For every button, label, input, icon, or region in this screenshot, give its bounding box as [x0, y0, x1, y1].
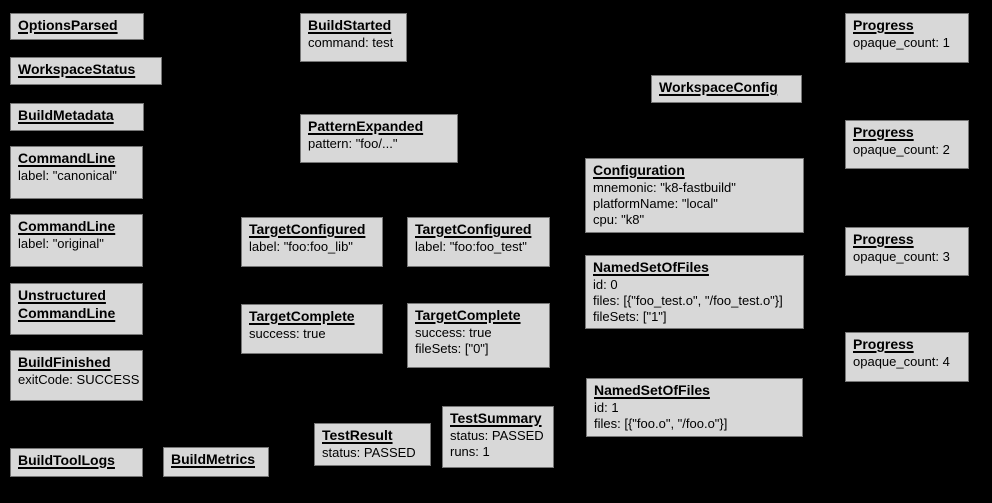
node-title: TargetConfigured	[249, 221, 366, 237]
node-target-configured-foo-test: TargetConfigured label: "foo:foo_test"	[407, 217, 550, 267]
node-field: label: "foo:foo_test"	[415, 239, 527, 254]
node-title: TestResult	[322, 427, 393, 443]
node-field: platformName: "local"	[593, 195, 718, 211]
node-title: TargetComplete	[415, 307, 521, 323]
node-options-parsed: OptionsParsed	[10, 13, 144, 40]
node-field: runs: 1	[450, 443, 490, 459]
node-field: status: PASSED	[322, 445, 416, 460]
node-target-complete-foo-test: TargetComplete success: true fileSets: […	[407, 303, 550, 368]
node-progress-3: Progress opaque_count: 3	[845, 227, 969, 276]
node-field: opaque_count: 2	[853, 142, 950, 157]
node-progress-1: Progress opaque_count: 1	[845, 13, 969, 63]
node-field: cpu: "k8"	[593, 211, 645, 227]
node-field: fileSets: ["0"]	[415, 340, 489, 356]
node-progress-4: Progress opaque_count: 4	[845, 332, 969, 382]
node-field: opaque_count: 4	[853, 354, 950, 369]
node-named-set-of-files-0: NamedSetOfFiles id: 0 files: [{"foo_test…	[585, 255, 804, 329]
node-field: fileSets: ["1"]	[593, 308, 667, 324]
node-title: BuildFinished	[18, 354, 111, 370]
node-title: Configuration	[593, 162, 685, 178]
node-command-line-canonical: CommandLine label: "canonical"	[10, 146, 143, 199]
node-field: opaque_count: 3	[853, 249, 950, 264]
node-title: WorkspaceConfig	[659, 79, 778, 95]
node-title: CommandLine	[18, 218, 116, 234]
node-workspace-config: WorkspaceConfig	[651, 75, 802, 103]
node-build-tool-logs: BuildToolLogs	[10, 448, 143, 477]
node-title: TargetConfigured	[415, 221, 532, 237]
node-build-started: BuildStarted command: test	[300, 13, 407, 62]
node-title: BuildStarted	[308, 17, 392, 33]
node-pattern-expanded: PatternExpanded pattern: "foo/..."	[300, 114, 458, 163]
node-title: PatternExpanded	[308, 118, 424, 134]
node-field: files: [{"foo_test.o", "/foo_test.o"}]	[593, 292, 783, 308]
node-named-set-of-files-1: NamedSetOfFiles id: 1 files: [{"foo.o", …	[586, 378, 803, 437]
node-title: Unstructured CommandLine	[18, 287, 116, 321]
node-build-metrics: BuildMetrics	[163, 447, 269, 477]
node-title: BuildMetrics	[171, 451, 256, 467]
node-field: label: "canonical"	[18, 168, 117, 183]
node-title: Progress	[853, 17, 914, 33]
node-title: Progress	[853, 231, 914, 247]
node-field: pattern: "foo/..."	[308, 136, 398, 151]
node-build-metadata: BuildMetadata	[10, 103, 144, 131]
node-field: id: 1	[594, 400, 619, 415]
node-field: label: "original"	[18, 236, 104, 251]
node-title: CommandLine	[18, 150, 116, 166]
node-workspace-status: WorkspaceStatus	[10, 57, 162, 85]
node-field: label: "foo:foo_lib"	[249, 239, 353, 254]
node-target-configured-foo-lib: TargetConfigured label: "foo:foo_lib"	[241, 217, 383, 267]
node-field: exitCode: SUCCESS	[18, 372, 140, 387]
node-title: TargetComplete	[249, 308, 355, 324]
node-field: success: true	[249, 326, 326, 341]
node-field: mnemonic: "k8-fastbuild"	[593, 180, 736, 195]
node-title: NamedSetOfFiles	[594, 382, 710, 398]
node-unstructured-command-line: Unstructured CommandLine	[10, 283, 143, 335]
node-title: WorkspaceStatus	[18, 61, 136, 77]
node-field: id: 0	[593, 277, 618, 292]
node-field: command: test	[308, 35, 394, 50]
node-build-finished: BuildFinished exitCode: SUCCESS	[10, 350, 143, 401]
node-field: files: [{"foo.o", "/foo.o"}]	[594, 415, 728, 431]
node-field: success: true	[415, 325, 492, 340]
node-field: status: PASSED	[450, 428, 544, 443]
node-title: OptionsParsed	[18, 17, 118, 33]
node-title: Progress	[853, 124, 914, 140]
node-command-line-original: CommandLine label: "original"	[10, 214, 143, 267]
node-test-result: TestResult status: PASSED	[314, 423, 431, 466]
node-title: NamedSetOfFiles	[593, 259, 709, 275]
node-target-complete-foo-lib: TargetComplete success: true	[241, 304, 383, 354]
node-title: Progress	[853, 336, 914, 352]
node-field: opaque_count: 1	[853, 35, 950, 50]
node-progress-2: Progress opaque_count: 2	[845, 120, 969, 169]
node-title: BuildMetadata	[18, 107, 114, 123]
node-title: TestSummary	[450, 410, 542, 426]
node-configuration: Configuration mnemonic: "k8-fastbuild" p…	[585, 158, 804, 233]
node-title: BuildToolLogs	[18, 452, 115, 468]
node-test-summary: TestSummary status: PASSED runs: 1	[442, 406, 554, 468]
